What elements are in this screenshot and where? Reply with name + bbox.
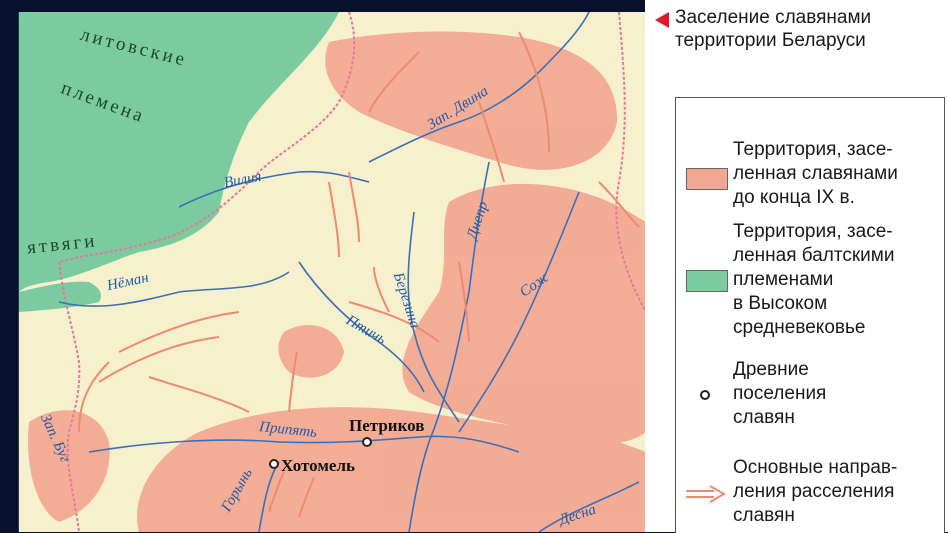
legend-settlements-line-3: славян — [733, 407, 795, 428]
border-east — [615, 12, 646, 313]
double-arrow-icon — [686, 485, 727, 503]
river-pripyat — [88, 435, 520, 453]
settlement-khotomel-marker — [269, 459, 279, 469]
route-arrow-4 — [598, 181, 640, 228]
route-arrow-1 — [368, 51, 420, 113]
route-arrow-14 — [288, 351, 298, 413]
legend-slavic-line-2: ленная славянами — [733, 163, 898, 184]
river-zap-dvina — [368, 12, 590, 163]
legend-settlements-line-2: поселения — [733, 383, 827, 404]
legend-baltic-line-5: средневековье — [733, 317, 866, 338]
baltic-territories — [19, 12, 339, 312]
legend-baltic-line-1: Территория, засе- — [733, 221, 893, 242]
route-arrow-8 — [348, 301, 440, 343]
route-arrow-2 — [518, 31, 550, 153]
red-triangle-icon — [655, 12, 669, 28]
circle-dot-icon — [700, 390, 710, 400]
baltic-area-northwest — [19, 12, 339, 292]
river-ptich — [298, 261, 425, 393]
route-arrow-12 — [78, 361, 110, 433]
borders — [58, 12, 646, 532]
migration-arrows — [78, 31, 640, 518]
slavic-area-center — [278, 324, 344, 378]
river-sozh — [458, 191, 580, 433]
river-berezina — [407, 211, 460, 423]
legend-baltic-line-4: в Высоком — [733, 293, 828, 314]
settlement-markers — [269, 437, 372, 469]
legend-slavic-line-3: до конца IX в. — [733, 187, 855, 208]
legend-routes-line-3: славян — [733, 505, 795, 526]
river-neman — [58, 271, 290, 307]
rivers — [58, 12, 640, 532]
settlement-label-khotomel: Хотомель — [281, 456, 355, 475]
river-dnepr — [408, 161, 490, 532]
route-arrow-9 — [458, 261, 470, 343]
route-arrow-10 — [118, 311, 240, 353]
legend-routes-line-1: Основные направ- — [733, 457, 898, 478]
settlement-petrikov-marker — [362, 437, 372, 447]
legend-panel: Заселение славянами территории Беларуси … — [645, 0, 948, 533]
route-arrow-15 — [268, 471, 285, 513]
river-viliya — [178, 170, 370, 208]
border-west — [58, 261, 81, 532]
map-canvas — [19, 12, 646, 532]
legend-baltic-line-3: племенами — [733, 269, 834, 290]
legend-baltic-swatch — [686, 270, 728, 292]
route-arrow-7 — [373, 266, 390, 313]
route-arrow-3 — [478, 101, 505, 183]
legend-routes-line-2: ления расселения — [733, 481, 895, 502]
slavic-area-east — [402, 183, 646, 444]
legend-settlements-line-1: Древние — [733, 359, 809, 380]
route-arrow-16 — [298, 476, 315, 518]
map-area: литовские племена ятвяги Зап. Двина Вили… — [18, 12, 646, 532]
route-arrow-6 — [348, 171, 360, 243]
route-arrow-5 — [328, 181, 340, 258]
legend-baltic-line-2: ленная балтскими — [733, 245, 895, 266]
map-title-text: Заселение славянами территории Беларуси — [675, 7, 872, 51]
legend-slavic-line-1: Территория, засе- — [733, 139, 893, 160]
route-arrow-11 — [98, 336, 220, 383]
legend-box: Территория, засе- ленная славянами до ко… — [675, 97, 945, 533]
settlement-label-petrikov: Петриков — [349, 416, 425, 435]
baltic-area-left — [19, 281, 101, 312]
route-arrow-13 — [148, 376, 250, 413]
river-desna — [538, 481, 640, 532]
legend-slavic-swatch — [686, 168, 728, 190]
